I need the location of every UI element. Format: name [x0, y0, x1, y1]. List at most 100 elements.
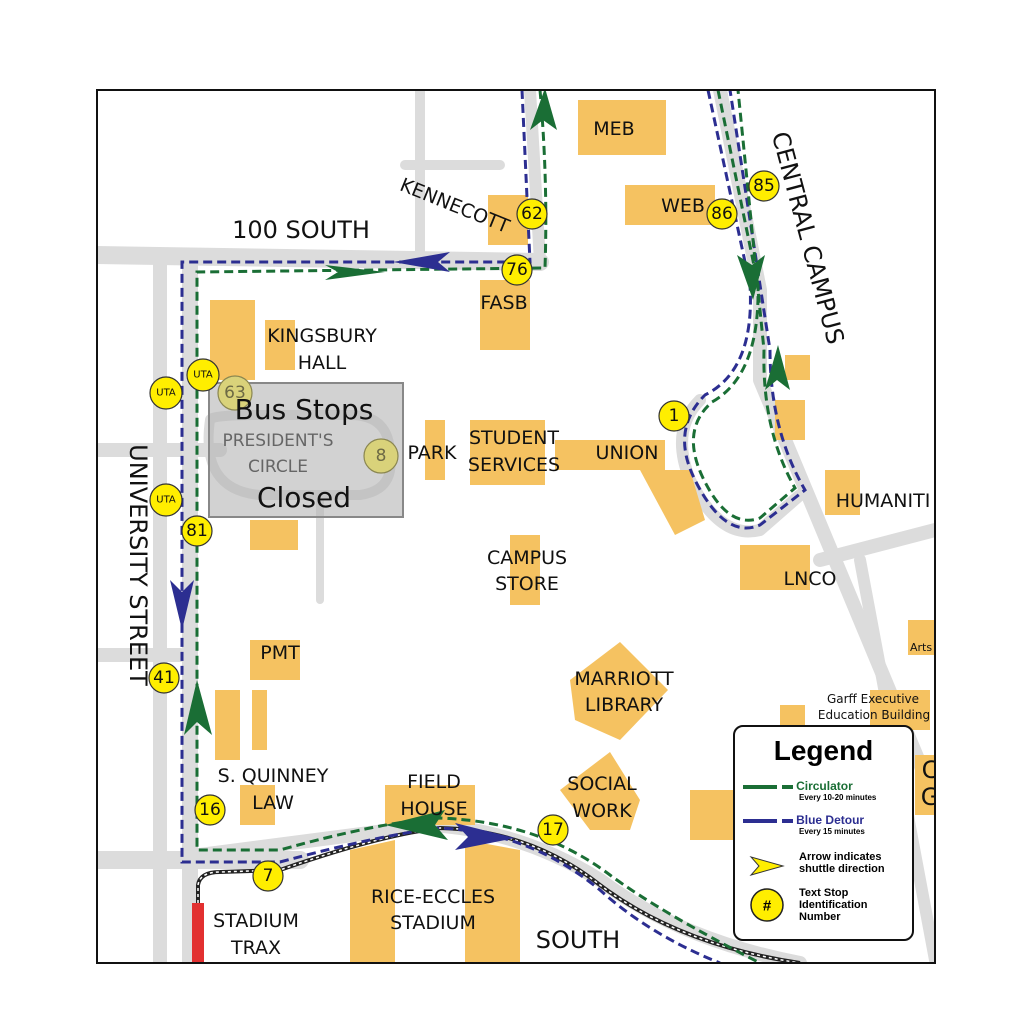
label-lnco: LNCO [783, 568, 836, 590]
green-dash-icon [743, 785, 793, 790]
bus-stops-closed-notice: 63 8 Bus Stops PRESIDENT'S CIRCLE Closed [208, 375, 404, 518]
svg-text:UTA: UTA [156, 388, 176, 399]
legend-stop-text-1: Text Stop [799, 887, 849, 899]
label-trax: TRAX [230, 937, 281, 959]
svg-text:17: 17 [542, 820, 564, 840]
label-arts: Arts [910, 641, 932, 654]
stop-41[interactable]: 41 [148, 662, 180, 694]
label-s-quinney: S. QUINNEY [218, 765, 329, 787]
legend-blue-label: Blue Detour [796, 813, 865, 827]
label-marriott: MARRIOTT [574, 668, 674, 690]
direction-arrows [170, 90, 790, 850]
blue-dash-icon [743, 819, 793, 824]
label-presidents: PRESIDENT'S [222, 431, 333, 451]
legend-stop-text-3: Number [799, 911, 841, 923]
svg-text:81: 81 [186, 521, 208, 541]
stop-8: 8 [363, 438, 399, 474]
stop-63: 63 [217, 375, 253, 411]
svg-text:85: 85 [753, 176, 775, 196]
label-park: PARK [408, 442, 457, 464]
bus-stops: 62 76 85 86 1 UTA UTA UTA 81 41 16 7 17 [148, 170, 780, 892]
legend-arrow-text-2: shuttle direction [799, 863, 885, 875]
svg-text:16: 16 [199, 800, 221, 820]
label-edge-c: C [922, 756, 939, 784]
label-rice-eccles: RICE-ECCLES [371, 886, 495, 908]
arrow-icon [393, 252, 450, 272]
legend-blue-freq: Every 15 minutes [799, 827, 865, 836]
arrow-icon [184, 680, 212, 735]
label-kingsbury: KINGSBURY [267, 325, 377, 347]
label-fasb: FASB [480, 292, 527, 314]
label-garff: Garff Executive [827, 692, 919, 706]
arrow-icon [737, 255, 765, 300]
stop-8-label: 8 [376, 446, 387, 466]
stop-17[interactable]: 17 [537, 814, 569, 846]
svg-text:UTA: UTA [193, 370, 213, 381]
label-stadium: STADIUM [390, 912, 476, 934]
label-law: LAW [252, 792, 294, 814]
label-university-street: UNIVERSITY STREET [124, 444, 152, 686]
arrow-icon [530, 90, 557, 130]
legend-stop: # Text Stop Identification Number [743, 887, 867, 923]
label-house: HOUSE [400, 798, 467, 820]
stop-7[interactable]: 7 [252, 860, 284, 892]
arrow-icon [765, 345, 790, 390]
label-services: SERVICES [468, 454, 560, 476]
legend-circulator-freq: Every 10-20 minutes [799, 793, 877, 802]
svg-text:41: 41 [153, 668, 175, 688]
label-pmt: PMT [260, 642, 300, 664]
svg-text:1: 1 [669, 406, 680, 426]
label-circle: CIRCLE [248, 457, 308, 477]
arrow-icon [749, 856, 785, 876]
legend-circulator: Circulator Every 10-20 minutes [743, 779, 876, 802]
label-union: UNION [596, 442, 659, 464]
stop-uta-3[interactable]: UTA [149, 483, 183, 517]
legend-stop-text-2: Identification [799, 899, 868, 911]
stop-62[interactable]: 62 [516, 198, 548, 230]
legend-blue: Blue Detour Every 15 minutes [743, 813, 865, 836]
legend-circulator-label: Circulator [796, 779, 853, 793]
legend-title: Legend [773, 735, 874, 766]
arrow-icon [455, 823, 515, 850]
stop-81[interactable]: 81 [181, 515, 213, 547]
arrow-icon [170, 580, 194, 630]
label-garff-2: Education Building [818, 708, 930, 722]
stop-symbol-icon: # [750, 888, 784, 922]
label-social: SOCIAL [567, 773, 637, 795]
legend-arrow-text-1: Arrow indicates [799, 851, 882, 863]
stop-76[interactable]: 76 [501, 254, 533, 286]
stop-86[interactable]: 86 [706, 198, 738, 230]
blue-detour-route [180, 90, 721, 963]
stop-16[interactable]: 16 [194, 794, 226, 826]
svg-text:7: 7 [263, 866, 274, 886]
legend-arrow: Arrow indicates shuttle direction [743, 851, 885, 876]
label-kingsbury-hall: HALL [298, 352, 347, 374]
label-web: WEB [661, 195, 705, 217]
svg-text:86: 86 [711, 204, 733, 224]
map-frame [96, 89, 936, 964]
label-central-campus: CENTRAL CAMPUS [766, 129, 850, 348]
stop-85[interactable]: 85 [748, 170, 780, 202]
stop-uta-2[interactable]: UTA [186, 358, 220, 392]
legend: Legend Circulator Every 10-20 minutes Bl… [733, 725, 914, 941]
svg-text:76: 76 [506, 260, 528, 280]
stop-63-label: 63 [224, 383, 246, 403]
label-campus: CAMPUS [487, 547, 567, 569]
arrow-icon [385, 810, 448, 840]
label-south: SOUTH [536, 926, 620, 954]
label-store: STORE [495, 573, 559, 595]
label-field: FIELD [407, 771, 461, 793]
label-work: WORK [572, 800, 632, 822]
svg-text:#: # [763, 898, 772, 915]
buildings [210, 100, 935, 963]
label-stadium-trax: STADIUM [213, 910, 299, 932]
svg-text:62: 62 [521, 204, 543, 224]
label-student: STUDENT [469, 427, 559, 449]
closure-closed: Closed [257, 481, 351, 514]
stop-uta-1[interactable]: UTA [149, 376, 183, 410]
arrow-icon [325, 265, 385, 280]
label-library: LIBRARY [585, 694, 664, 716]
svg-text:UTA: UTA [156, 495, 176, 506]
stop-1[interactable]: 1 [658, 400, 690, 432]
closure-title: Bus Stops [235, 393, 374, 426]
